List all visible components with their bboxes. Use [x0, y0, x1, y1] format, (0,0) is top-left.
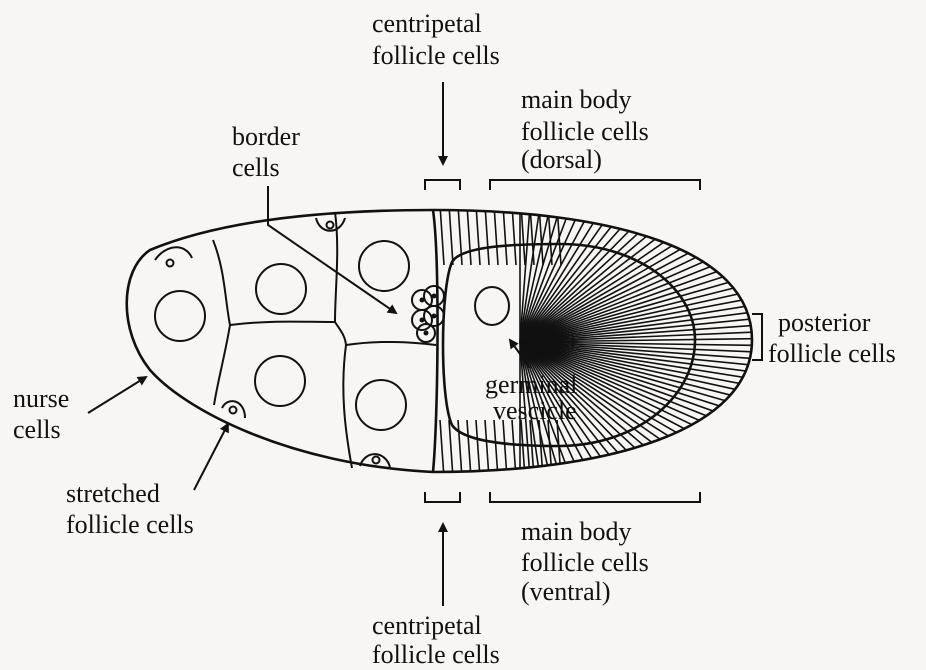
follicle-cell-stripe — [494, 205, 498, 265]
posterior-bracket — [752, 314, 762, 360]
label-nurse-cells: nurse cells — [13, 384, 76, 444]
follicle-cell-stripe — [485, 420, 489, 478]
label-main-body-ventral: main body follicle cells (ventral) — [521, 517, 655, 606]
follicle-cell-stripe — [476, 420, 480, 478]
follicle-cell-stripe — [467, 205, 471, 265]
arrow-nurse-cells — [88, 377, 146, 413]
label-centripetal-bottom: centripetal follicle cells — [372, 611, 500, 669]
follicle-cell-stripe — [503, 205, 507, 265]
follicle-cell-stripe — [476, 205, 480, 265]
follicle-cell-stripe — [449, 205, 453, 265]
follicle-cell-stripe — [520, 342, 827, 519]
follicle-cell-stripe — [440, 205, 444, 265]
oocyte-anterior-boundary — [433, 210, 438, 472]
label-main-body-dorsal: main body follicle cells (dorsal) — [521, 85, 655, 174]
follicle-cell-stripe — [440, 420, 444, 478]
follicle-cell-stripe — [458, 420, 462, 478]
arrow-border-cells — [268, 186, 396, 313]
label-border-cells: border cells — [232, 122, 306, 182]
main-body-bracket-dorsal — [490, 180, 700, 190]
label-centripetal-top: centripetal follicle cells — [372, 9, 500, 70]
follicle-cell-stripe — [485, 205, 489, 265]
nurse-cell-nuclei — [155, 241, 409, 430]
egg-chamber-outline — [127, 210, 752, 472]
label-posterior-follicle-cells: posterior follicle cells — [768, 308, 896, 368]
main-body-bracket-ventral — [490, 492, 700, 502]
follicle-cell-stripe — [449, 420, 453, 478]
centripetal-bracket-top — [425, 180, 460, 190]
label-stretched-follicle-cells: stretched follicle cells — [66, 479, 194, 539]
stretched-follicle-cells — [155, 218, 390, 467]
germinal-vesicle — [475, 287, 509, 325]
border-cell-cluster — [412, 286, 444, 342]
arrow-stretched-follicle-cells — [194, 424, 228, 490]
follicle-cell-stripe — [539, 420, 543, 478]
label-germinal-vesicle: germinal vescicle — [485, 370, 584, 425]
follicle-cell-stripe — [467, 420, 471, 478]
centripetal-bracket-bottom — [425, 492, 460, 502]
